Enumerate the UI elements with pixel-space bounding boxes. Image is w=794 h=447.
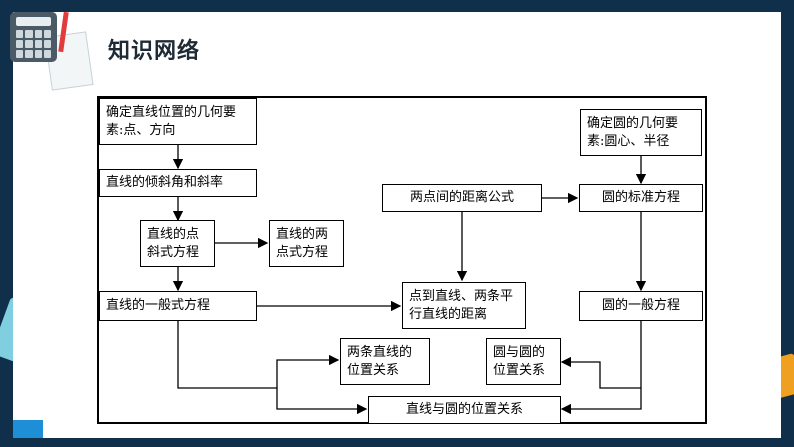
node-point-line-distance: 点到直线、两条平行直线的距离 [402, 282, 526, 329]
accent-bar [13, 420, 43, 438]
node-two-point: 直线的两点式方程 [269, 220, 344, 267]
calculator-icon [10, 12, 57, 62]
node-circle-standard: 圆的标准方程 [579, 184, 703, 212]
node-line-circle: 直线与圆的位置关系 [368, 396, 561, 424]
slide-title: 知识网络 [108, 39, 201, 64]
node-slope: 直线的倾斜角和斜率 [99, 169, 257, 197]
node-circle-elements: 确定圆的几何要素:圆心、半径 [580, 109, 702, 156]
node-circle-general: 圆的一般方程 [579, 291, 703, 321]
node-line-elements: 确定直线位置的几何要素:点、方向 [99, 98, 257, 145]
node-distance-formula: 两点间的距离公式 [382, 184, 542, 212]
node-general-line: 直线的一般式方程 [99, 291, 257, 321]
node-two-lines-relation: 两条直线的位置关系 [340, 338, 430, 385]
node-circle-circle: 圆与圆的位置关系 [486, 338, 561, 385]
node-point-slope: 直线的点斜式方程 [140, 220, 215, 267]
